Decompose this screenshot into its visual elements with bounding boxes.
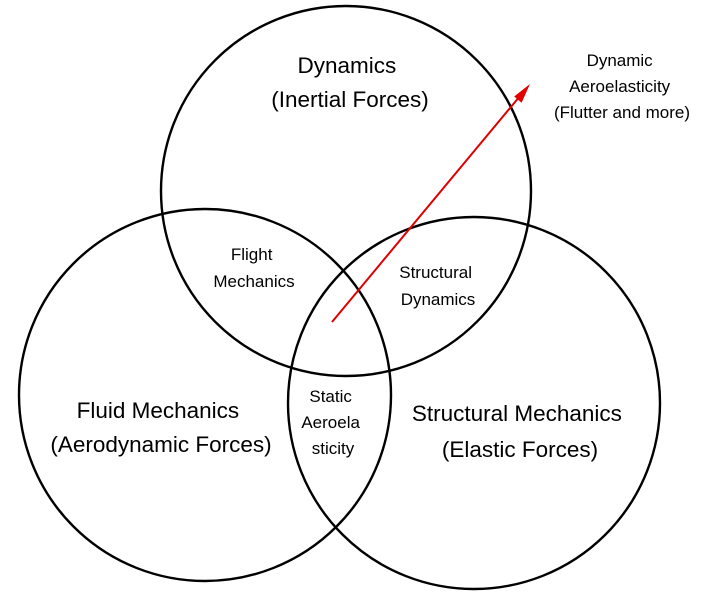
structural-mechanics-label-line: Structural Mechanics — [412, 401, 622, 426]
structural-mechanics-label-line: (Elastic Forces) — [442, 437, 598, 462]
structural-dynamics-label: Structural Dynamics — [399, 263, 476, 309]
dynamic-aeroelasticity-label-line: (Flutter and more) — [554, 103, 690, 122]
static-aeroelasticity-label-line: sticity — [312, 439, 355, 458]
dynamics-label-line: (Inertial Forces) — [271, 87, 429, 112]
dynamic-aeroelasticity-label-line: Dynamic — [587, 51, 654, 70]
static-aeroelasticity-label: Static Aeroela sticity — [301, 387, 364, 458]
fluid-mechanics-label-line: Fluid Mechanics — [77, 398, 240, 423]
fluid-mechanics-label-line: (Aerodynamic Forces) — [50, 432, 271, 457]
flight-mechanics-label-line: Flight — [231, 245, 273, 264]
structural-dynamics-label-line: Dynamics — [401, 290, 476, 309]
fluid-mechanics-circle — [17, 207, 393, 583]
dynamics-label-line: Dynamics — [297, 53, 396, 78]
structural-dynamics-label-line: Structural — [399, 263, 472, 282]
dynamics-label: Dynamics (Inertial Forces) — [271, 53, 429, 112]
dynamic-aeroelasticity-label-line: Aeroelasticity — [569, 77, 671, 96]
dynamics-circle — [159, 4, 533, 378]
fluid-mechanics-label: Fluid Mechanics (Aerodynamic Forces) — [50, 398, 271, 457]
static-aeroelasticity-label-line: Static — [309, 387, 352, 406]
dynamic-aeroelasticity-arrow — [331, 84, 530, 323]
structural-mechanics-label: Structural Mechanics (Elastic Forces) — [412, 401, 628, 462]
arrow-head — [514, 84, 530, 103]
static-aeroelasticity-label-line: Aeroela — [301, 413, 360, 432]
structural-mechanics-circle — [286, 215, 662, 591]
dynamic-aeroelasticity-label: Dynamic Aeroelasticity (Flutter and more… — [554, 51, 690, 122]
flight-mechanics-label-line: Mechanics — [213, 272, 294, 291]
flight-mechanics-label: Flight Mechanics — [213, 245, 294, 291]
arrow-shaft — [331, 95, 521, 323]
